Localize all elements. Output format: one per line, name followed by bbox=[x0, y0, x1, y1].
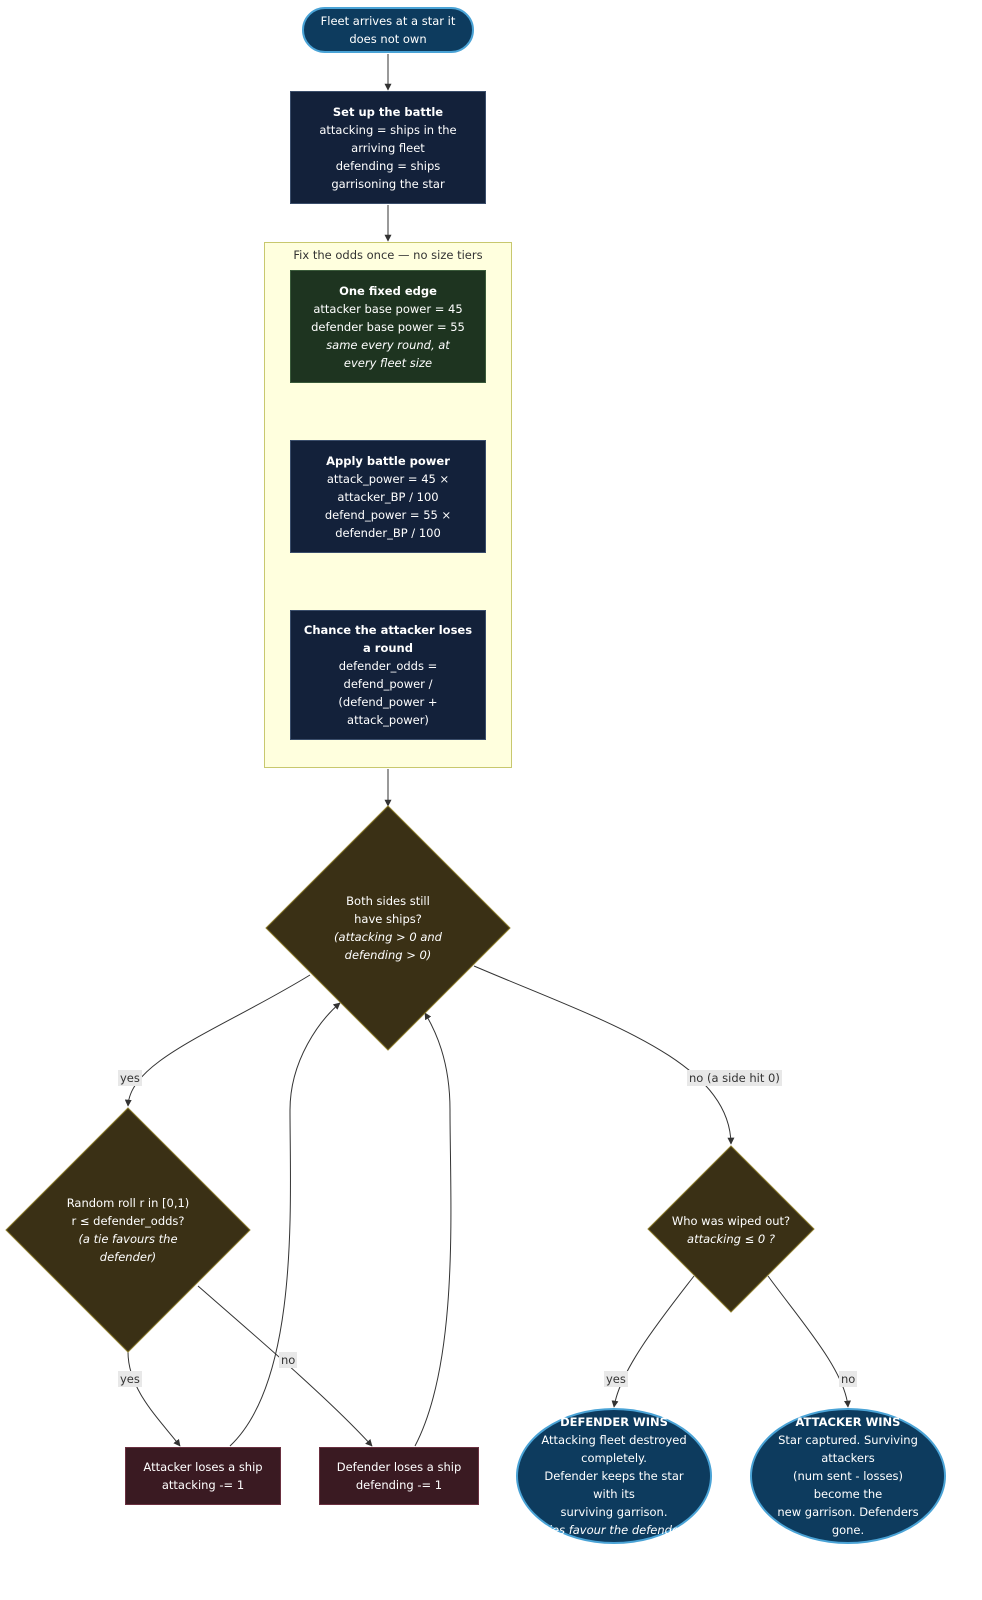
attacker-loses-line-2: attacking -= 1 bbox=[161, 1478, 245, 1492]
wiped-italic-1: attacking ≤ 0 ? bbox=[687, 1232, 775, 1246]
start-node: Fleet arrives at a star it does not own bbox=[302, 7, 474, 53]
edge-roll-attacker bbox=[127, 1351, 181, 1447]
decision-roll: Random roll r in [0,1) r ≤ defender_odds… bbox=[48, 1182, 208, 1278]
decision-both-sides-shape bbox=[265, 805, 511, 1051]
decision-both-sides: Both sides still have ships? (attacking … bbox=[308, 880, 468, 976]
start-line-1: Fleet arrives at a star it bbox=[320, 14, 456, 28]
roll-italic-1: (a tie favours the bbox=[78, 1232, 178, 1246]
setup-node: Set up the battle attacking = ships in t… bbox=[290, 91, 486, 204]
edge-label-roll-yes: yes bbox=[118, 1371, 142, 1387]
attacker-wins-line-4: become the bbox=[813, 1487, 883, 1501]
edge-both-roll bbox=[124, 974, 311, 1107]
both-sides-italic-1: (attacking > 0 and bbox=[334, 930, 442, 944]
edge-roll-defender bbox=[197, 1285, 373, 1447]
defender-wins-title: DEFENDER WINS bbox=[560, 1415, 668, 1429]
chance-line-3: (defend_power + bbox=[338, 695, 438, 709]
defender-wins-line-5: surviving garrison. bbox=[560, 1505, 668, 1519]
battle-power-line-2: attacker_BP / 100 bbox=[337, 489, 439, 504]
fixed-edge-line-2: defender base power = 55 bbox=[311, 319, 465, 334]
battle-power-title: Apply battle power bbox=[326, 453, 450, 468]
edge-attacker-both bbox=[229, 1002, 341, 1447]
edge-label-roll-no: no bbox=[279, 1352, 298, 1368]
attacker-wins-line-3: (num sent - losses) bbox=[792, 1469, 903, 1483]
chance-title-2: a round bbox=[363, 641, 413, 655]
chance-line-2: defend_power / bbox=[343, 677, 433, 691]
setup-line-4: garrisoning the star bbox=[331, 176, 445, 191]
setup-line-2: arriving fleet bbox=[351, 140, 425, 155]
roll-line-1: Random roll r in [0,1) bbox=[66, 1196, 190, 1210]
battle-power-line-3: defend_power = 55 × bbox=[324, 507, 452, 522]
edge-label-wiped-yes: yes bbox=[604, 1371, 628, 1387]
roll-italic-2: defender) bbox=[99, 1250, 157, 1264]
chance-title: Chance the attacker loses bbox=[303, 623, 473, 637]
edge-both-wiped bbox=[473, 965, 735, 1145]
fixed-edge-line-1: attacker base power = 45 bbox=[313, 301, 463, 316]
both-sides-line-2: have ships? bbox=[354, 912, 422, 926]
both-sides-line-1: Both sides still bbox=[346, 894, 430, 908]
fixed-edge-italic-1: same every round, at bbox=[326, 337, 450, 352]
edge-wiped-attackerwins bbox=[767, 1275, 851, 1408]
attacker-loses-node: Attacker loses a ship attacking -= 1 bbox=[125, 1447, 281, 1505]
defender-loses-line-2: defending -= 1 bbox=[355, 1478, 443, 1492]
chance-line-1: defender_odds = bbox=[338, 659, 438, 673]
defender-loses-line-1: Defender loses a ship bbox=[336, 1460, 462, 1474]
defender-wins-node: DEFENDER WINS Attacking fleet destroyed … bbox=[516, 1408, 712, 1544]
defender-wins-line-1: Attacking fleet destroyed bbox=[541, 1433, 687, 1447]
edge-label-wiped-no: no bbox=[839, 1371, 858, 1387]
battle-power-line-4: defender_BP / 100 bbox=[335, 525, 441, 540]
defender-wins-line-3: Defender keeps the star bbox=[544, 1469, 684, 1483]
edge-label-both-yes: yes bbox=[118, 1070, 142, 1086]
setup-title: Set up the battle bbox=[332, 104, 444, 119]
attacker-wins-node: ATTACKER WINS Star captured. Surviving a… bbox=[750, 1408, 946, 1544]
battle-power-node: Apply battle power attack_power = 45 × a… bbox=[290, 440, 486, 553]
setup-line-1: attacking = ships in the bbox=[319, 122, 457, 137]
chance-node: Chance the attacker loses a round defend… bbox=[290, 610, 486, 740]
defender-wins-italic-1: (ties favour the defender) bbox=[539, 1523, 689, 1537]
fixed-edge-italic-2: every fleet size bbox=[343, 355, 433, 370]
attacker-wins-line-5: new garrison. Defenders bbox=[777, 1505, 919, 1519]
attacker-wins-title: ATTACKER WINS bbox=[795, 1415, 901, 1429]
chance-line-4: attack_power) bbox=[347, 713, 429, 727]
defender-wins-line-4: with its bbox=[593, 1487, 635, 1501]
decision-wiped: Who was wiped out? attacking ≤ 0 ? bbox=[661, 1210, 801, 1250]
attacker-wins-line-1: Star captured. Surviving bbox=[778, 1433, 918, 1447]
attacker-wins-line-2: attackers bbox=[821, 1451, 875, 1465]
defender-loses-node: Defender loses a ship defending -= 1 bbox=[319, 1447, 479, 1505]
odds-cluster-title: Fix the odds once — no size tiers bbox=[293, 248, 483, 262]
attacker-loses-line-1: Attacker loses a ship bbox=[143, 1460, 263, 1474]
edge-wiped-defenderwins bbox=[611, 1275, 695, 1408]
setup-line-3: defending = ships bbox=[335, 158, 441, 173]
roll-line-2: r ≤ defender_odds? bbox=[71, 1214, 185, 1228]
wiped-line-1: Who was wiped out? bbox=[671, 1214, 791, 1228]
both-sides-italic-2: defending > 0) bbox=[344, 948, 432, 962]
battle-power-line-1: attack_power = 45 × bbox=[326, 471, 450, 486]
decision-roll-shape bbox=[5, 1107, 251, 1353]
decision-wiped-shape bbox=[647, 1145, 815, 1313]
attacker-wins-line-6: gone. bbox=[831, 1523, 865, 1537]
start-line-2: does not own bbox=[349, 32, 427, 46]
fixed-edge-title: One fixed edge bbox=[339, 283, 437, 298]
edge-defender-both bbox=[414, 1012, 452, 1447]
defender-wins-line-2: completely. bbox=[581, 1451, 647, 1465]
edge-label-both-no: no (a side hit 0) bbox=[687, 1070, 782, 1086]
fixed-edge-node: One fixed edge attacker base power = 45 … bbox=[290, 270, 486, 383]
